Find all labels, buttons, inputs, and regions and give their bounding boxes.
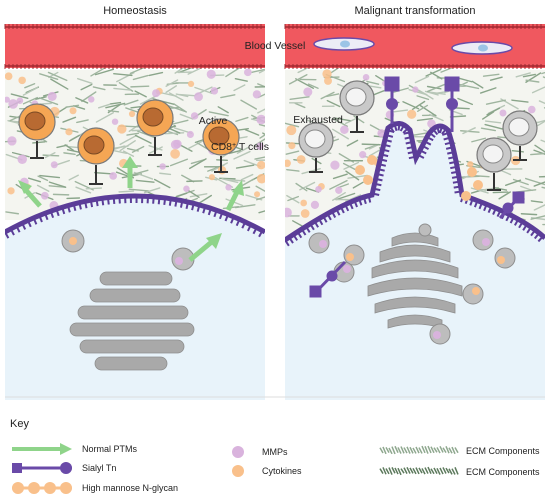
vesicle-left-2 [171,247,195,271]
active-label: Active [199,115,228,127]
key-ecm-2-label: ECM Components [466,467,540,477]
ptm-arrow-2 [122,156,138,188]
exhausted-label: Exhausted [293,114,343,126]
key-normal-ptms-label: Normal PTMs [82,444,138,454]
sialyl-tn-1 [384,76,400,124]
key-ecm-2: ECM Components [379,466,540,477]
cd8-t-cells-label: CD8+ T cells [211,141,269,153]
ptm-arrow-4 [188,233,222,262]
key-sialyl-tn-label: Sialyl Tn [82,463,116,473]
left-panel [5,65,265,400]
active-t-cells [18,99,240,185]
key-mmps: MMPs [232,446,288,458]
key-cytokines-label: Cytokines [262,466,302,476]
right-panel [285,62,545,400]
key-legend: Key Normal PTMs Sialyl Tn High mannose N… [5,396,545,494]
sialyl-tn-2 [444,76,460,132]
active-t-cell-3 [136,99,174,156]
endothelial-cell-1 [313,37,375,51]
ptm-arrow-1 [18,180,42,208]
golgi-left [69,271,195,371]
sialyl-tn-surface [384,76,460,132]
key-high-mannose-label: High mannose N-glycan [82,483,178,493]
high-mannose-right [355,155,483,201]
key-sialyl-tn: Sialyl Tn [12,462,116,474]
sialyl-tn-intracellular [309,191,525,298]
key-mmps-label: MMPs [262,447,288,457]
ptm-arrow-3 [225,180,244,212]
membrane-spikes-right [285,123,544,247]
blood-vessel-right [284,24,545,69]
membrane-spikes-left [5,195,264,239]
blood-vessel-left [4,24,265,69]
active-t-cell-2 [77,127,115,185]
key-ecm-1: ECM Components [379,445,540,456]
cell-membrane-left [5,193,265,235]
exhausted-t-cell-1 [339,80,375,133]
exhausted-t-cell-2 [298,122,334,173]
normal-ptm-arrows [18,156,244,262]
left-panel-title: Homeostasis [103,5,167,17]
exhausted-t-cell-4 [476,137,512,191]
endothelial-cell-2 [451,41,513,55]
key-ecm-1-label: ECM Components [466,446,540,456]
active-t-cell-4 [202,118,240,173]
key-title: Key [10,418,29,430]
vesicles-right [308,223,516,345]
key-high-mannose: High mannose N-glycan [12,482,178,494]
exhausted-t-cells [298,80,538,191]
right-panel-title: Malignant transformation [354,5,475,17]
key-cytokines: Cytokines [232,465,302,477]
active-t-cell-1 [18,103,56,159]
key-normal-ptms: Normal PTMs [12,443,138,455]
vesicle-left-1 [61,229,85,253]
blood-vessel-label: Blood Vessel [245,40,306,52]
exhausted-t-cell-3 [502,110,538,161]
